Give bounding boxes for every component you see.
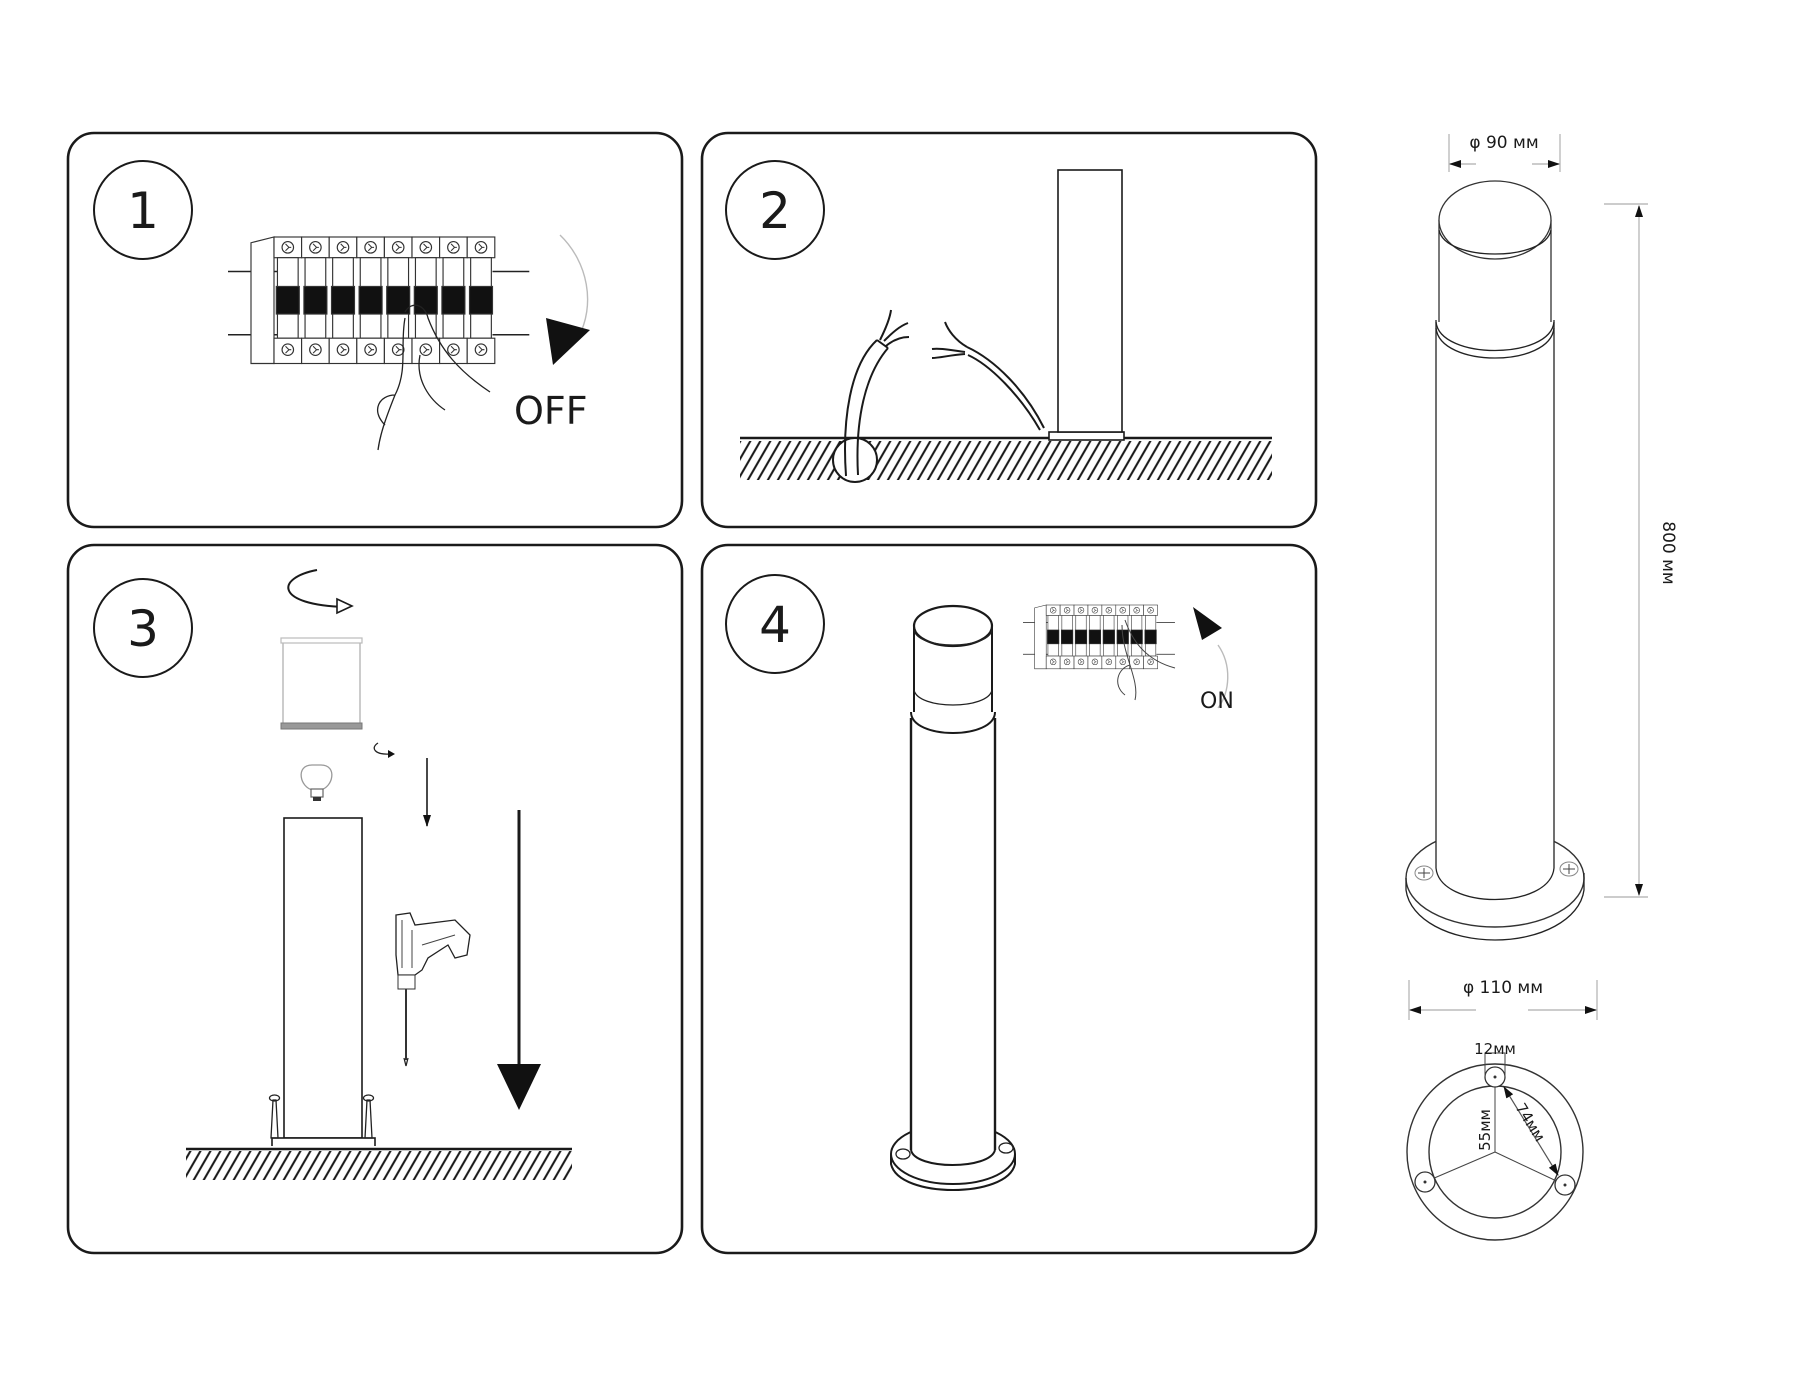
step-number-circle [725,160,825,260]
cable-from-post-icon [931,321,1045,431]
on-label: ON [1200,689,1234,714]
top-diameter-label: φ 90 мм [1469,133,1538,153]
ground-hatching [740,436,1272,480]
step-1-panel: 1 OFF [66,131,684,529]
hole-size-label: 12мм [1474,1040,1516,1058]
panel-frame [66,131,684,529]
off-label: OFF [514,389,588,433]
step-number-circle [93,578,193,678]
on-arrow-icon [1193,607,1229,709]
off-arrow-icon [546,234,590,365]
hole-radius-label: 55мм [1476,1109,1494,1151]
bollard-lamp-icon [890,604,1016,1192]
panel-frame [66,543,684,1255]
panel-frame [700,543,1318,1255]
step-3-panel: 3 [66,543,684,1255]
step-number: 2 [759,182,791,240]
ground-hatching [186,1146,572,1180]
base-diameter-label: φ 110 мм [1463,978,1543,998]
step-2-badge: 2 [725,160,825,260]
panel-frame [700,131,1318,529]
hand-icon [1117,619,1176,701]
step-number: 1 [127,182,159,240]
step-4-badge: 4 [725,574,825,674]
screw-icon [268,1094,375,1139]
lamp-elevation [1405,180,1585,941]
step-number-circle [725,574,825,674]
height-label: 800 мм [1658,521,1678,585]
small-rotate-arrow-icon [373,742,395,758]
base-diameter-dimension: φ 110 мм [1408,978,1598,1020]
circuit-breaker-panel [228,236,530,365]
step-2-panel: 2 [700,131,1318,529]
rotate-arrow-icon [287,569,354,615]
cable-from-ground-icon [832,309,910,483]
step-number: 3 [127,600,159,658]
lamp-cap-icon [280,637,363,730]
post-icon [1048,169,1125,441]
step-number: 4 [759,596,791,654]
base-plan-view: 12мм 55мм 74мм [1406,1040,1584,1241]
height-dimension: 800 мм [1604,203,1678,898]
light-bulb-icon [300,764,333,801]
step-4-panel: 4 [700,543,1318,1255]
step-1-badge: 1 [93,160,193,260]
top-diameter-dimension: φ 90 мм [1448,133,1561,172]
circuit-breaker-panel [1023,604,1175,670]
step-3-badge: 3 [93,578,193,678]
post-icon [271,817,376,1149]
step-number-circle [93,160,193,260]
lamp-dimension-drawing: φ 90 мм 800 мм [1405,133,1678,1241]
hand-icon [376,304,491,451]
drill-icon [395,912,471,1067]
down-arrow-large-icon [497,810,541,1110]
